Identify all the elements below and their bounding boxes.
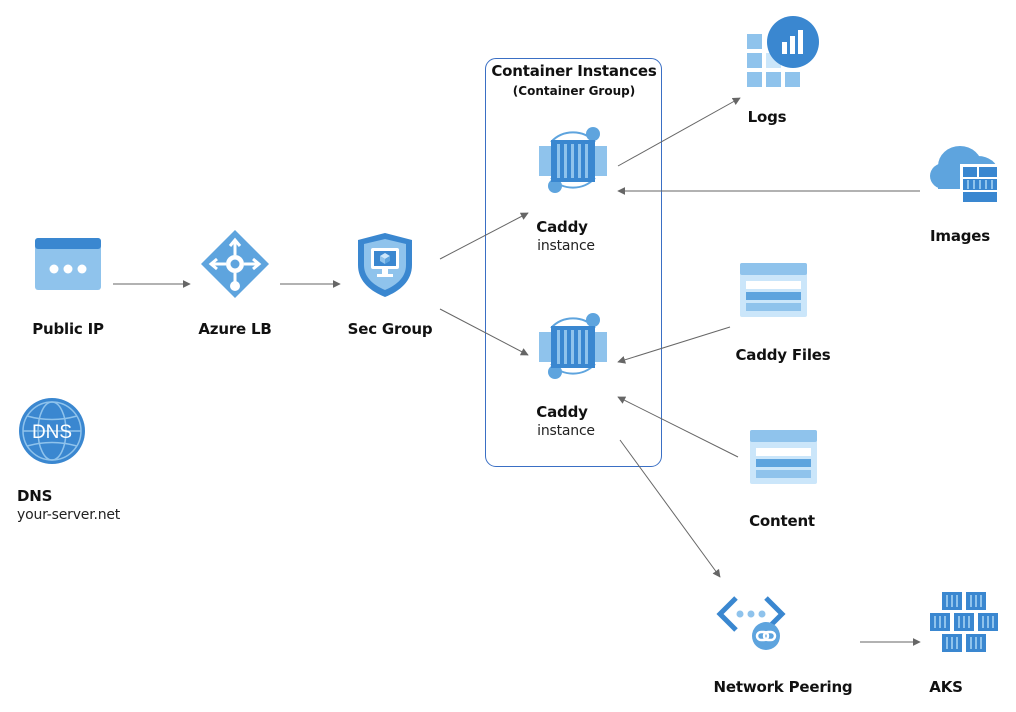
network-peering-node[interactable]: [716, 592, 786, 656]
azure-lb-node[interactable]: [200, 229, 270, 303]
caddy-1-label: Caddy: [536, 218, 588, 236]
edge-caddyfiles-caddy2: [617, 326, 731, 364]
group-title: Container Instances: [491, 62, 657, 80]
aks-label: AKS: [929, 678, 963, 696]
caddy-2-sublabel: instance: [537, 423, 595, 439]
aks-node[interactable]: [928, 590, 1002, 660]
content-node[interactable]: [749, 429, 819, 489]
dns-label: DNS: [17, 487, 53, 505]
container-registry-icon: [930, 146, 1000, 204]
edge-secgroup-caddy1: [439, 212, 529, 260]
images-label: Images: [930, 227, 990, 245]
container-group-boundary: [485, 58, 662, 467]
container-instance-icon: [539, 127, 607, 193]
dns-sublabel: your-server.net: [17, 507, 121, 523]
logs-label: Logs: [747, 108, 787, 126]
group-subtitle: (Container Group): [512, 84, 636, 98]
edge-caddy2-peering: [619, 439, 721, 578]
network-peering-icon: [716, 596, 786, 650]
azure-lb-label: Azure LB: [198, 320, 272, 338]
caddy-2-label: Caddy: [536, 403, 588, 421]
container-instance-icon: [539, 313, 607, 379]
storage-icon: [750, 430, 817, 484]
caddy-files-node[interactable]: [739, 262, 809, 322]
edge-caddy1-logs: [617, 97, 741, 167]
public-ip-label: Public IP: [32, 320, 104, 338]
dns-globe-icon: DNS: [19, 398, 85, 464]
svg-text:DNS: DNS: [32, 422, 72, 443]
logs-node[interactable]: [745, 16, 821, 94]
caddy-instance-2-node[interactable]: [537, 310, 609, 386]
sec-group-label: Sec Group: [347, 320, 433, 338]
caddy-files-label: Caddy Files: [735, 346, 831, 364]
images-node[interactable]: [930, 142, 1004, 212]
dns-node[interactable]: DNS: [18, 397, 86, 469]
sec-group-node[interactable]: [356, 231, 414, 303]
browser-window-icon: [35, 238, 101, 290]
edge-content-caddy2: [617, 396, 739, 458]
edge-secgroup-caddy2: [439, 308, 529, 356]
kubernetes-icon: [930, 592, 998, 652]
log-analytics-icon: [747, 16, 819, 87]
storage-icon: [740, 263, 807, 317]
public-ip-node[interactable]: [34, 236, 102, 296]
network-peering-label: Network Peering: [713, 678, 853, 696]
load-balancer-icon: [201, 230, 269, 298]
content-label: Content: [749, 512, 815, 530]
shield-icon: [358, 233, 412, 297]
caddy-1-sublabel: instance: [537, 238, 595, 254]
caddy-instance-1-node[interactable]: [537, 124, 609, 200]
